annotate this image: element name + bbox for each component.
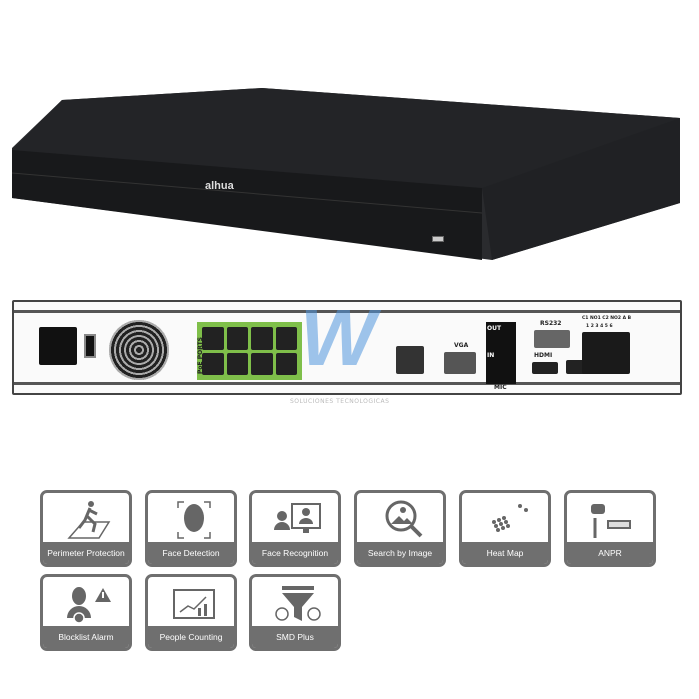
face-detection-icon <box>177 501 211 539</box>
feature-face-recognition: Face Recognition <box>249 490 341 567</box>
audio-block <box>486 322 516 384</box>
nvr-rear-panel: PoE PORTS VGA OUT IN MIC RS232 HDMI C1 N… <box>12 300 682 395</box>
poe-label: PoE PORTS <box>196 337 204 374</box>
feature-people-counting: People Counting <box>145 574 237 651</box>
hdmi-label: HDMI <box>534 352 553 359</box>
alarm-number-label: 1 2 3 4 5 6 <box>586 324 613 329</box>
feature-label: SMD Plus <box>252 626 338 648</box>
feature-label: Perimeter Protection <box>43 542 129 564</box>
alarm-header-label: C1 NO1 C2 NO2 A B <box>582 316 632 321</box>
face-recognition-icon <box>274 503 321 533</box>
watermark-logo: W <box>300 293 376 382</box>
audio-in-label: IN <box>487 352 495 359</box>
power-socket <box>39 327 77 365</box>
rs232-port <box>534 330 570 348</box>
search-image-icon <box>385 500 423 538</box>
feature-search-by-image: Search by Image <box>354 490 446 567</box>
feature-smd-plus: SMD Plus <box>249 574 341 651</box>
feature-face-detection: Face Detection <box>145 490 237 567</box>
anpr-icon <box>591 504 631 538</box>
rs232-label: RS232 <box>540 320 562 327</box>
poe-ports <box>197 322 302 380</box>
mic-label: MIC <box>494 384 507 391</box>
people-counting-icon <box>173 589 215 619</box>
brand-logo: alhua <box>205 180 234 192</box>
heat-map-icon <box>492 504 528 532</box>
feature-label: Blocklist Alarm <box>43 626 129 648</box>
fan-grille-icon <box>109 320 169 380</box>
power-switch <box>84 334 96 358</box>
smd-plus-icon <box>275 586 321 621</box>
feature-label: Search by Image <box>357 542 443 564</box>
nvr-front-photo <box>12 88 680 260</box>
perimeter-icon <box>67 501 111 539</box>
blocklist-alarm-icon <box>67 587 111 624</box>
ethernet-port <box>396 346 424 374</box>
feature-heat-map: Heat Map <box>459 490 551 567</box>
feature-label: Face Detection <box>148 542 234 564</box>
feature-label: Heat Map <box>462 542 548 564</box>
watermark-tagline: SOLUCIONES TECNOLOGICAS <box>290 398 390 405</box>
feature-label: Face Recognition <box>252 542 338 564</box>
audio-out-label: OUT <box>487 325 502 332</box>
vga-label: VGA <box>454 342 469 349</box>
front-usb-port <box>432 236 444 242</box>
feature-anpr: ANPR <box>564 490 656 567</box>
feature-perimeter-protection: Perimeter Protection <box>40 490 132 567</box>
vga-port <box>444 352 476 374</box>
feature-blocklist-alarm: Blocklist Alarm <box>40 574 132 651</box>
feature-label: ANPR <box>567 542 653 564</box>
alarm-terminal <box>582 332 630 374</box>
hdmi-port <box>532 362 558 374</box>
feature-label: People Counting <box>148 626 234 648</box>
